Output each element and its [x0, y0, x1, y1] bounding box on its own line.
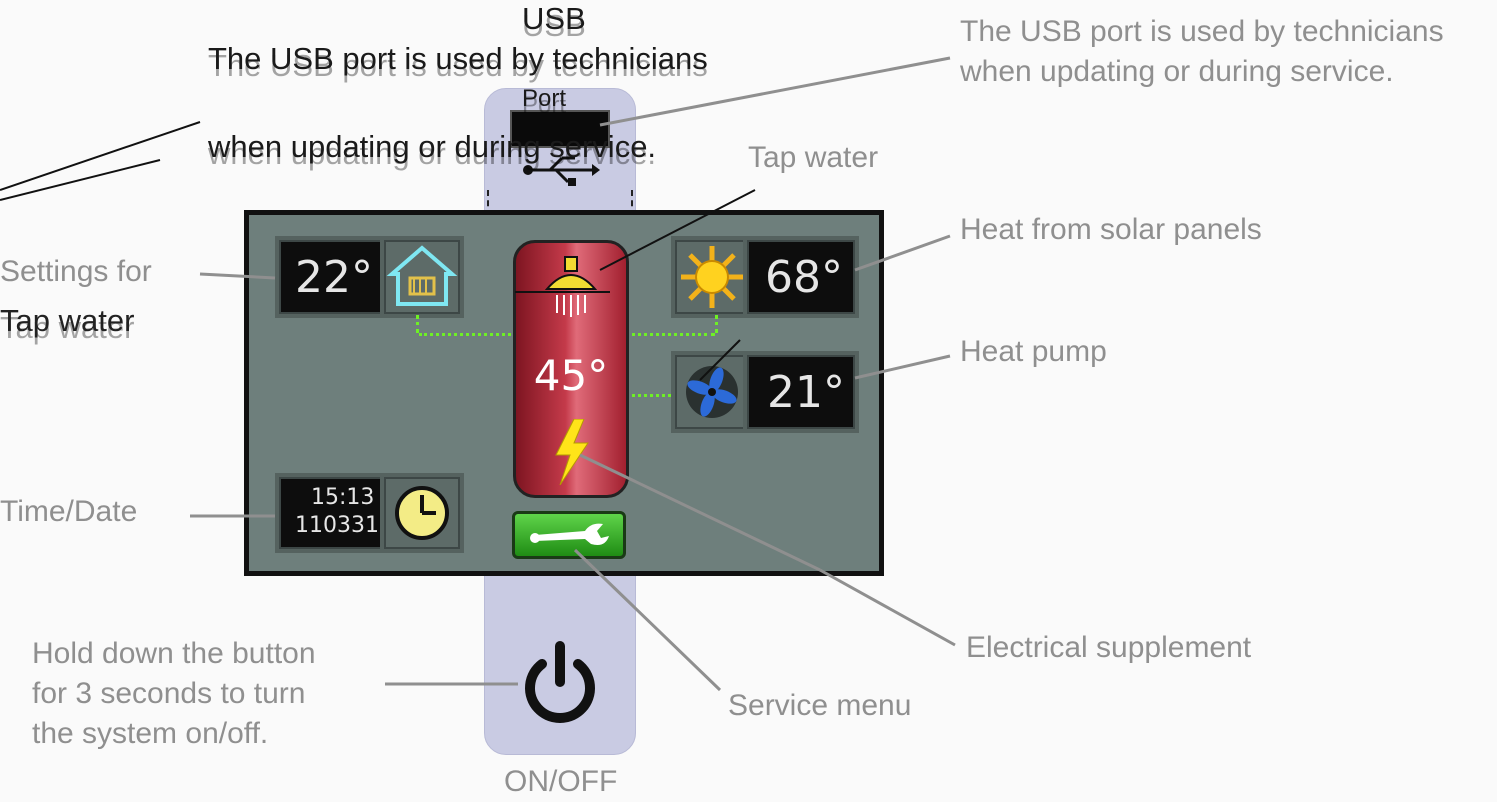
electrical-supplement-label: Electrical supplement — [966, 631, 1252, 664]
heat-pump-label: Heat pump — [960, 335, 1107, 368]
water-tank[interactable]: 45° — [513, 240, 629, 498]
connector-solar-drop — [715, 315, 718, 333]
time-date-label: Time/Date — [0, 495, 138, 528]
sun-tile[interactable] — [675, 240, 749, 314]
time-date-tile[interactable]: 15:13 110331 — [279, 477, 385, 549]
time-value: 15:13 — [311, 485, 375, 510]
connector-house-drop — [416, 315, 419, 333]
solar-temp-tile[interactable]: 68° — [747, 240, 855, 314]
hold-line-3: the system on/off. — [32, 717, 269, 750]
indoor-temp-tile[interactable]: 22° — [279, 240, 385, 314]
connector-tank-heatpump — [625, 394, 671, 397]
connector-tank-solar — [625, 333, 715, 336]
usb-icon — [523, 156, 600, 186]
usb-port-label: Port — [522, 85, 567, 112]
on-off-label: ON/OFF — [504, 765, 618, 798]
service-menu-button[interactable] — [512, 511, 626, 559]
clock-icon — [395, 486, 449, 540]
wrench-icon — [530, 523, 609, 545]
usb-top-label: USB — [522, 1, 586, 36]
shower-icon — [544, 256, 598, 317]
sun-icon — [681, 246, 743, 308]
indoor-temp-value: 22° — [295, 252, 373, 303]
tank-temp-value: 45° — [533, 351, 609, 400]
usb-description-line1: The USB port is used by technicians — [960, 15, 1444, 48]
house-icon — [386, 245, 458, 306]
power-icon[interactable] — [516, 638, 604, 728]
settings-indoor-label: Settings for — [0, 255, 152, 288]
clock-tile[interactable] — [384, 477, 460, 549]
tap-water-label: Tap water — [748, 141, 879, 174]
usb-desc-overlay-1: The USB port is used by technicians — [208, 41, 708, 76]
heatpump-temp-value: 21° — [767, 367, 845, 418]
display-screen: 22° 68° — [244, 210, 884, 576]
service-menu-label: Service menu — [728, 689, 912, 722]
fan-tile[interactable] — [675, 355, 749, 429]
usb-port — [510, 110, 610, 148]
usb-description-line2: when updating or during service. — [960, 55, 1394, 88]
house-tile[interactable] — [384, 240, 460, 314]
solar-temp-value: 68° — [765, 252, 843, 303]
hold-line-2: for 3 seconds to turn — [32, 677, 306, 710]
hold-line-1: Hold down the button — [32, 637, 316, 670]
usb-desc-overlay-2: when updating or during service. — [208, 129, 657, 164]
solar-label: Heat from solar panels — [960, 213, 1262, 246]
connector-house-tank — [419, 333, 511, 336]
date-value: 110331 — [295, 513, 379, 538]
lightning-icon — [555, 419, 589, 485]
tap-water-left-label: Tap water — [0, 303, 135, 338]
fan-icon — [686, 366, 738, 418]
heatpump-temp-tile[interactable]: 21° — [747, 355, 855, 429]
